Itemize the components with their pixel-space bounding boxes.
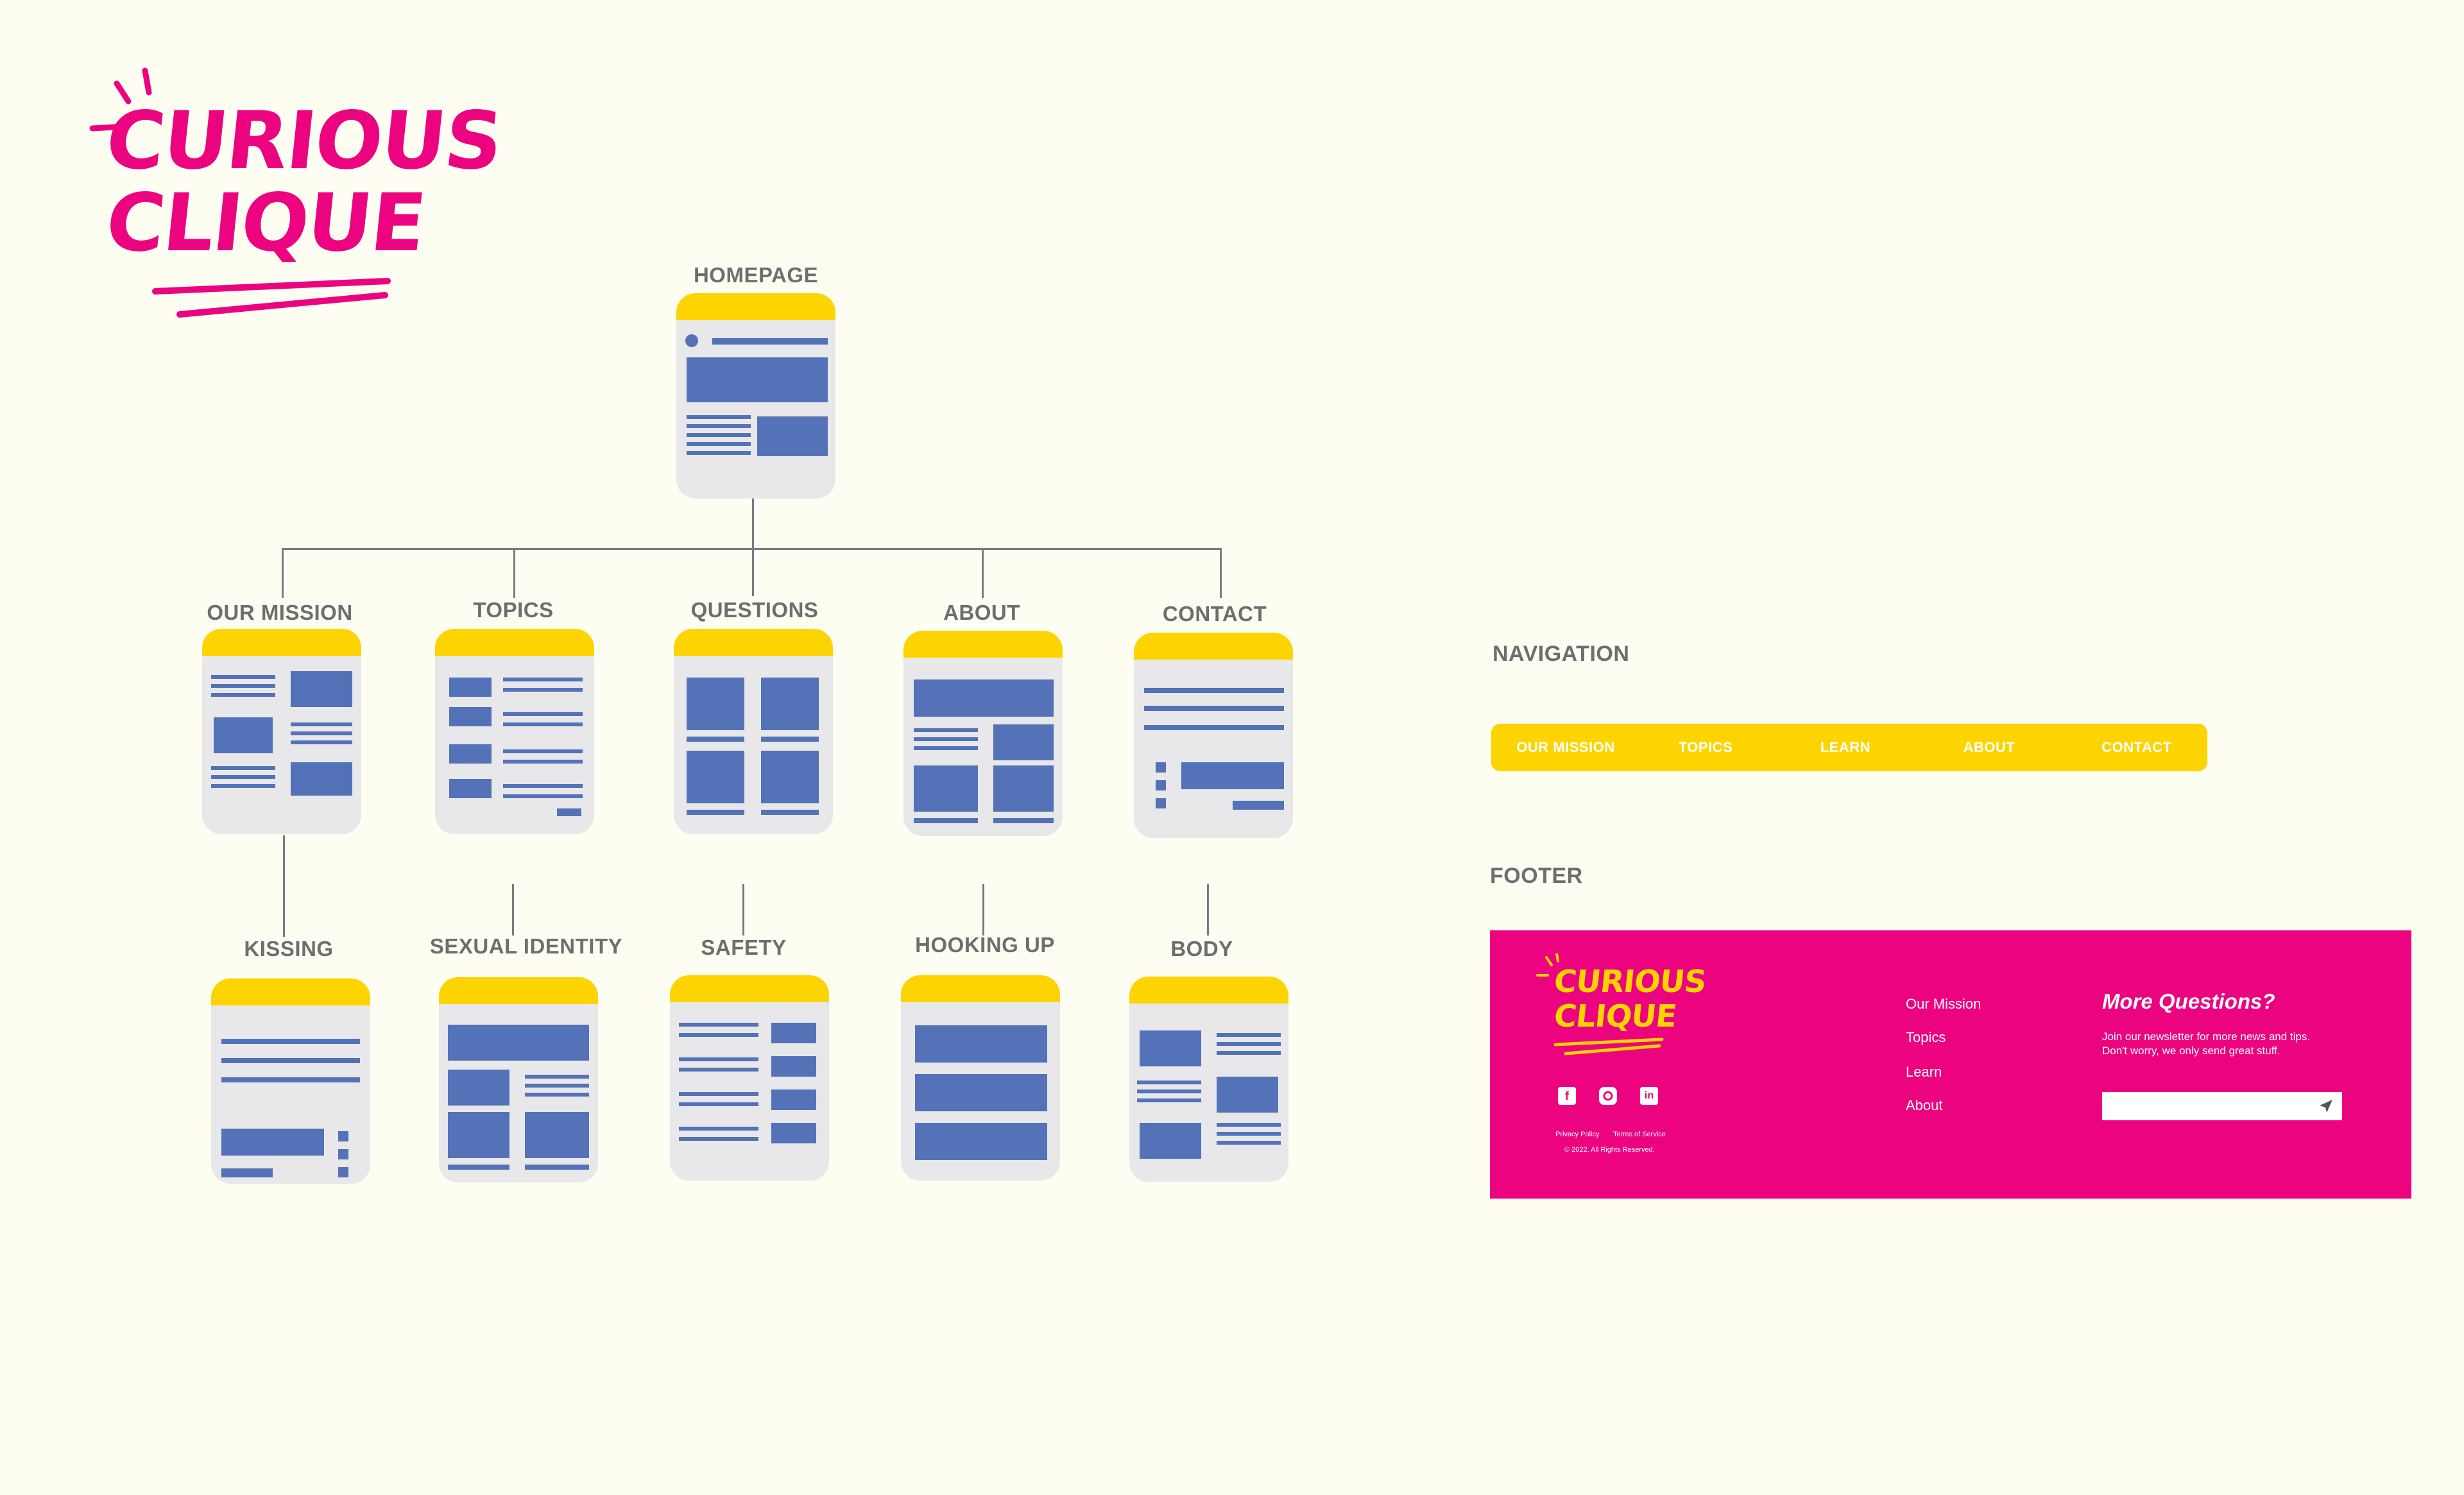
footer-logo-line-2: CLIQUE xyxy=(1552,998,1679,1034)
nav-item-our-mission[interactable]: OUR MISSION xyxy=(1516,739,1615,755)
label-about: ABOUT xyxy=(943,601,1020,624)
wireframe-kissing xyxy=(211,978,370,1184)
wireframe-questions xyxy=(674,629,833,834)
newsletter-text-2: Don't worry, we only send great stuff. xyxy=(2102,1045,2280,1057)
connector-topics xyxy=(513,548,515,598)
label-sexual-identity: SEXUAL IDENTITY xyxy=(429,934,623,958)
newsletter-email-input[interactable] xyxy=(2102,1092,2342,1120)
connector-horizontal xyxy=(282,548,1222,550)
connector-safety xyxy=(742,884,744,935)
paper-plane-icon[interactable] xyxy=(2319,1099,2333,1113)
copyright-text: © 2022. All Rights Reserved. xyxy=(1564,1146,1655,1154)
connector-body xyxy=(1207,884,1209,935)
label-body: BODY xyxy=(1170,937,1233,961)
footer-preview: CURIOUS CLIQUE f in Privacy Policy Terms… xyxy=(1490,930,2411,1199)
footer-link-topics[interactable]: Topics xyxy=(1906,1029,1946,1045)
footer-link-our-mission[interactable]: Our Mission xyxy=(1906,996,1981,1012)
footer-link-learn[interactable]: Learn xyxy=(1906,1064,1942,1080)
connector-contact xyxy=(1220,548,1222,598)
label-contact: CONTACT xyxy=(1162,602,1267,626)
nav-item-contact[interactable]: CONTACT xyxy=(2101,739,2172,755)
connector-about xyxy=(982,548,984,598)
navigation-bar: OUR MISSION TOPICS LEARN ABOUT CONTACT xyxy=(1491,724,2207,771)
nav-item-learn[interactable]: LEARN xyxy=(1820,739,1871,755)
newsletter-title: More Questions? xyxy=(2102,989,2275,1013)
nav-item-topics[interactable]: TOPICS xyxy=(1678,739,1733,755)
wireframe-sexual-identity xyxy=(439,977,598,1183)
connector-mission xyxy=(282,548,284,598)
logo-sparks xyxy=(89,67,391,318)
facebook-icon[interactable]: f xyxy=(1558,1087,1576,1105)
wireframe-body xyxy=(1129,977,1288,1182)
wireframe-contact xyxy=(1134,633,1293,838)
logo-line-1: CURIOUS xyxy=(101,95,506,187)
label-hooking-up: HOOKING UP xyxy=(915,933,1055,957)
wireframe-hooking-up xyxy=(901,975,1060,1181)
instagram-icon[interactable] xyxy=(1599,1087,1617,1105)
connector-hooking-up xyxy=(982,884,984,935)
label-homepage: HOMEPAGE xyxy=(693,263,819,287)
label-safety: SAFETY xyxy=(701,935,787,959)
brand-logo: CURIOUS CLIQUE xyxy=(58,58,506,327)
logo-line-2: CLIQUE xyxy=(101,177,429,269)
footer-link-about[interactable]: About xyxy=(1906,1097,1943,1113)
connector-kissing xyxy=(283,835,285,937)
connector-sexual-identity xyxy=(512,884,514,935)
navigation-title: NAVIGATION xyxy=(1493,642,1630,666)
nav-item-about[interactable]: ABOUT xyxy=(1963,739,2015,755)
newsletter-text-1: Join our newsletter for more news and ti… xyxy=(2102,1030,2311,1043)
connector-root-vertical xyxy=(752,499,754,596)
label-questions: QUESTIONS xyxy=(690,598,819,622)
footer-title: FOOTER xyxy=(1490,864,1583,888)
terms-of-service-link[interactable]: Terms of Service xyxy=(1613,1131,1666,1138)
label-topics: TOPICS xyxy=(473,598,554,622)
wireframe-our-mission xyxy=(202,629,361,834)
linkedin-icon[interactable]: in xyxy=(1640,1087,1658,1105)
wireframe-topics xyxy=(435,629,594,834)
wireframe-safety xyxy=(670,975,829,1181)
wireframe-about xyxy=(903,631,1063,836)
privacy-policy-link[interactable]: Privacy Policy xyxy=(1555,1131,1600,1138)
wireframe-homepage xyxy=(676,293,835,499)
label-our-mission: OUR MISSION xyxy=(207,601,353,624)
label-kissing: KISSING xyxy=(244,937,334,961)
footer-logo-line-1: CURIOUS xyxy=(1552,964,1708,1000)
footer-logo-sparks xyxy=(1536,953,1664,1055)
